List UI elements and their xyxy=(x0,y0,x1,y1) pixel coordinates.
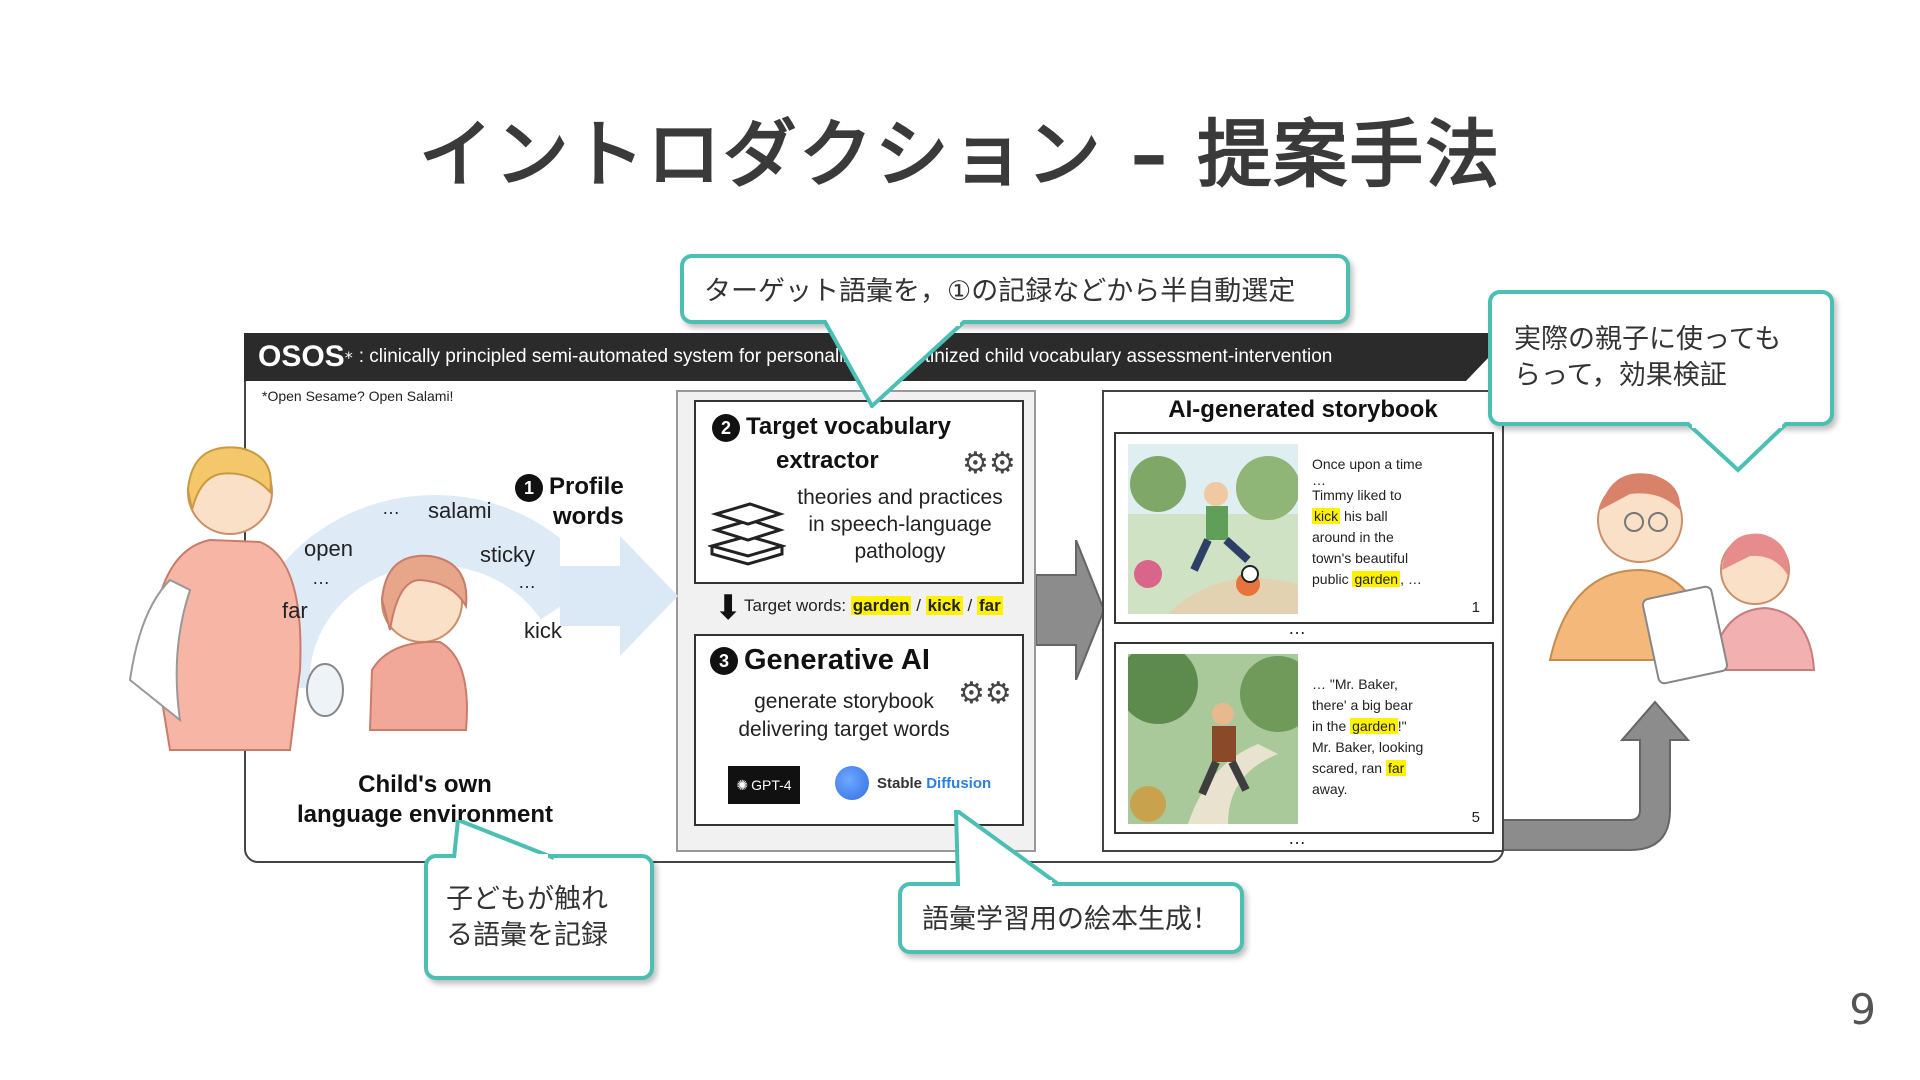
extractor-title-line1: Target vocabulary xyxy=(746,413,951,440)
child-env-line1: Child's own xyxy=(285,770,565,800)
page-1-line: town's beautiful xyxy=(1312,548,1452,569)
profile-word: salami xyxy=(428,498,492,524)
profile-word: far xyxy=(282,598,308,624)
page-1-text: Once upon a time … Timmy liked to kick h… xyxy=(1312,454,1452,590)
gears-icon: ⚙⚙ xyxy=(962,446,1016,481)
callout-top-tail xyxy=(820,320,970,408)
profile-word: sticky xyxy=(480,542,535,568)
page-5-text-run: scared, ran xyxy=(1312,760,1386,776)
slide-title: イントロダクション – 提案手法 xyxy=(0,95,1920,202)
callout-storybook-generation: 語彙学習用の絵本生成！ xyxy=(898,882,1244,954)
extractor-text-line3: pathology xyxy=(780,538,1020,565)
highlighted-word: far xyxy=(1386,760,1406,776)
generative-text-line1: generate storybook xyxy=(704,688,984,716)
page-number-5: 5 xyxy=(1472,809,1480,826)
storybook-page-5: … "Mr. Baker, there' a big bear in the g… xyxy=(1114,642,1494,834)
ellipsis: … xyxy=(1288,618,1306,639)
callout-bottom-tail xyxy=(954,810,1064,886)
target-word: kick xyxy=(926,596,963,615)
profile-word: … xyxy=(382,498,400,519)
page-1-text-run: his ball xyxy=(1340,508,1387,524)
callout-bottom-text: 語彙学習用の絵本生成！ xyxy=(922,904,1219,935)
callout-left-line1: 子どもが触れ xyxy=(446,882,632,918)
feedback-arrow xyxy=(1490,700,1690,860)
step-2-badge: 2 xyxy=(712,414,740,442)
callout-left-line2: る語彙を記録 xyxy=(446,918,632,954)
separator: / xyxy=(968,596,973,615)
slide-page-number: 9 xyxy=(1849,985,1876,1034)
profile-word: kick xyxy=(524,618,562,644)
callout-effect-verification: 実際の親子に使っても らって，効果検証 xyxy=(1488,290,1834,426)
boy-kicking-ball-illustration xyxy=(1128,444,1298,614)
sd-label-2: Diffusion xyxy=(926,775,991,792)
profile-label-line2: words xyxy=(515,502,624,532)
stable-diffusion-logo: Stable Diffusion xyxy=(835,766,991,800)
page-1-line: Timmy liked to xyxy=(1312,485,1452,506)
separator: / xyxy=(916,596,921,615)
callout-right-line1: 実際の親子に使っても xyxy=(1514,322,1808,358)
man-running-illustration xyxy=(1128,654,1298,824)
mother-child-illustration xyxy=(100,430,560,770)
page-5-text: … "Mr. Baker, there' a big bear in the g… xyxy=(1312,674,1452,800)
profile-word: … xyxy=(518,572,536,593)
profile-label-line1: Profile xyxy=(549,473,624,500)
target-word: garden xyxy=(851,596,912,615)
extractor-text-line2: in speech-language xyxy=(780,511,1020,538)
highlighted-word: kick xyxy=(1312,508,1340,524)
page-number-1: 1 xyxy=(1472,599,1480,616)
osos-star: * xyxy=(345,348,353,367)
gpt4-logo: ✺ GPT-4 xyxy=(728,766,800,804)
profile-word: open xyxy=(304,536,353,562)
callout-right-tail xyxy=(1682,422,1792,474)
generative-title-text: Generative AI xyxy=(744,644,930,676)
sd-label-1: Stable xyxy=(877,775,922,792)
extractor-title-line2: extractor xyxy=(712,444,951,478)
osos-name: OSOS xyxy=(258,340,345,374)
page-5-line: away. xyxy=(1312,779,1452,800)
target-words-label: Target words: xyxy=(744,596,846,615)
page-5-text-run: !" xyxy=(1398,718,1407,734)
highlighted-word: garden xyxy=(1350,718,1398,734)
callout-target-vocabulary: ターゲット語彙を，①の記録などから半自動選定 xyxy=(680,254,1350,324)
stable-diffusion-icon xyxy=(835,766,869,800)
gpt4-label: GPT-4 xyxy=(751,777,791,793)
books-icon xyxy=(708,496,786,566)
page-1-line: … xyxy=(1312,475,1452,485)
callout-right-line2: らって，効果検証 xyxy=(1514,358,1808,394)
page-5-text-run: in the xyxy=(1312,718,1350,734)
highlighted-word: garden xyxy=(1352,571,1400,587)
page-1-text-run: , … xyxy=(1400,571,1422,587)
callout-top-text: ターゲット語彙を，①の記録などから半自動選定 xyxy=(704,276,1295,307)
generative-text-line2: delivering target words xyxy=(704,716,984,744)
page-1-line: Once upon a time xyxy=(1312,454,1452,475)
page-1-text-run: public xyxy=(1312,571,1352,587)
extractor-description: theories and practices in speech-languag… xyxy=(780,484,1020,565)
callout-record-vocabulary: 子どもが触れ る語彙を記録 xyxy=(424,854,654,980)
target-word: far xyxy=(977,596,1003,615)
page-1-line: around in the xyxy=(1312,527,1452,548)
generative-description: generate storybook delivering target wor… xyxy=(704,688,984,744)
page-5-line: Mr. Baker, looking xyxy=(1312,737,1452,758)
page-5-line: … "Mr. Baker, xyxy=(1312,674,1452,695)
osos-footnote: *Open Sesame? Open Salami! xyxy=(262,388,453,404)
openai-icon: ✺ xyxy=(736,777,748,794)
target-words-row: Target words: garden / kick / far xyxy=(744,596,1003,616)
storybook-page-1: Once upon a time … Timmy liked to kick h… xyxy=(1114,432,1494,624)
step-1-badge: 1 xyxy=(515,474,543,502)
extractor-text-line1: theories and practices xyxy=(780,484,1020,511)
flow-arrows xyxy=(1036,540,1106,680)
storybook-title: AI-generated storybook xyxy=(1102,396,1504,424)
page-5-line: there' a big bear xyxy=(1312,695,1452,716)
down-arrow-icon: ⬇ xyxy=(714,588,743,628)
step-3-badge: 3 xyxy=(710,647,738,675)
profile-arrow xyxy=(560,536,680,656)
ellipsis: … xyxy=(1288,828,1306,849)
profile-word: … xyxy=(312,568,330,589)
callout-left-tail xyxy=(450,820,560,860)
parent-child-tablet-illustration xyxy=(1530,460,1830,690)
